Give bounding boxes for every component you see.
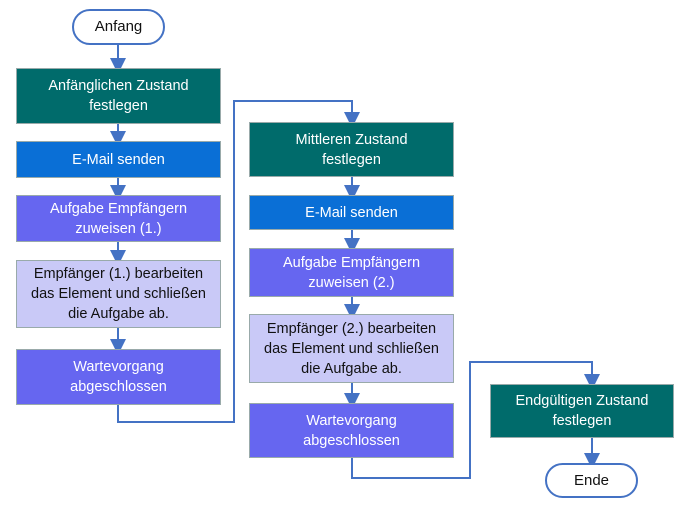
wait-completed-2: Wartevorgang abgeschlossen <box>249 403 454 458</box>
assign-task-2: Aufgabe Empfängern zuweisen (2.) <box>249 248 454 297</box>
recipients-complete-1: Empfänger (1.) bearbeiten das Element un… <box>16 260 221 328</box>
assign-task-1: Aufgabe Empfängern zuweisen (1.) <box>16 195 221 242</box>
set-initial-state: Anfänglichen Zustand festlegen <box>16 68 221 124</box>
wait-completed-1: Wartevorgang abgeschlossen <box>16 349 221 405</box>
recipients-complete-2: Empfänger (2.) bearbeiten das Element un… <box>249 314 454 383</box>
arrow <box>351 361 600 479</box>
end-terminal: Ende <box>545 463 638 498</box>
send-email-2: E-Mail senden <box>249 195 454 230</box>
set-final-state: Endgültigen Zustand festlegen <box>490 384 674 438</box>
send-email-1: E-Mail senden <box>16 141 221 178</box>
set-intermediate-state: Mittleren Zustand festlegen <box>249 122 454 177</box>
arrow <box>117 100 360 423</box>
start-terminal: Anfang <box>72 9 165 45</box>
